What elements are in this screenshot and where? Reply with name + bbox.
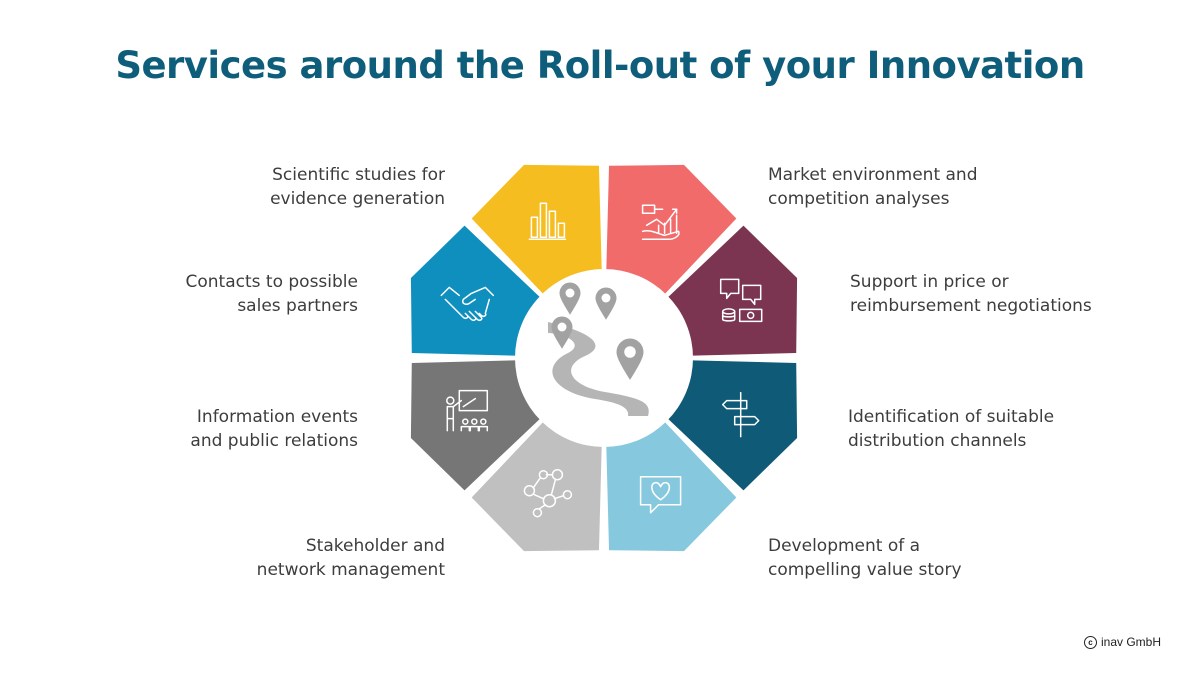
presentation-icon bbox=[446, 389, 489, 432]
map-pin-icon bbox=[595, 287, 617, 320]
map-pin-icon bbox=[559, 282, 581, 315]
label-distribution-channels: Identification of suitable distribution … bbox=[848, 407, 1055, 451]
label-market-environment: Market environment and competition analy… bbox=[768, 165, 978, 209]
segment-value-story bbox=[606, 418, 737, 552]
handshake-icon bbox=[440, 286, 495, 321]
label-scientific-studies: Scientific studies for evidence generati… bbox=[270, 165, 445, 209]
label-value-story: Development of a compelling value story bbox=[768, 536, 962, 580]
label-information-events: Information events and public relations bbox=[190, 407, 358, 451]
map-pin-icon bbox=[551, 316, 573, 349]
segment-distribution-channels bbox=[664, 360, 798, 491]
center-circle bbox=[515, 269, 693, 447]
label-stakeholder-management: Stakeholder and network management bbox=[256, 536, 445, 580]
copyright-text: inav GmbH bbox=[1101, 635, 1162, 649]
copyright-notice: c inav GmbH bbox=[1084, 635, 1161, 649]
segment-information-events bbox=[410, 360, 544, 491]
page-title: Services around the Roll-out of your Inn… bbox=[115, 44, 1085, 87]
heart-speech-bubble-icon bbox=[639, 475, 682, 514]
bar-chart-icon bbox=[528, 202, 567, 241]
copyright-icon: c bbox=[1084, 635, 1097, 649]
growth-chart-hand-icon bbox=[641, 204, 680, 241]
winding-road-with-pins-icon bbox=[548, 282, 649, 416]
map-pin-icon bbox=[616, 338, 644, 380]
label-sales-partners: Contacts to possible sales partners bbox=[185, 272, 358, 316]
label-price-negotiations: Support in price or reimbursement negoti… bbox=[850, 272, 1092, 316]
segment-stakeholder-management bbox=[471, 418, 602, 552]
segment-price-negotiations bbox=[664, 225, 798, 356]
network-people-icon bbox=[523, 468, 573, 518]
signpost-icon bbox=[721, 391, 760, 438]
chat-money-icon bbox=[719, 278, 763, 323]
